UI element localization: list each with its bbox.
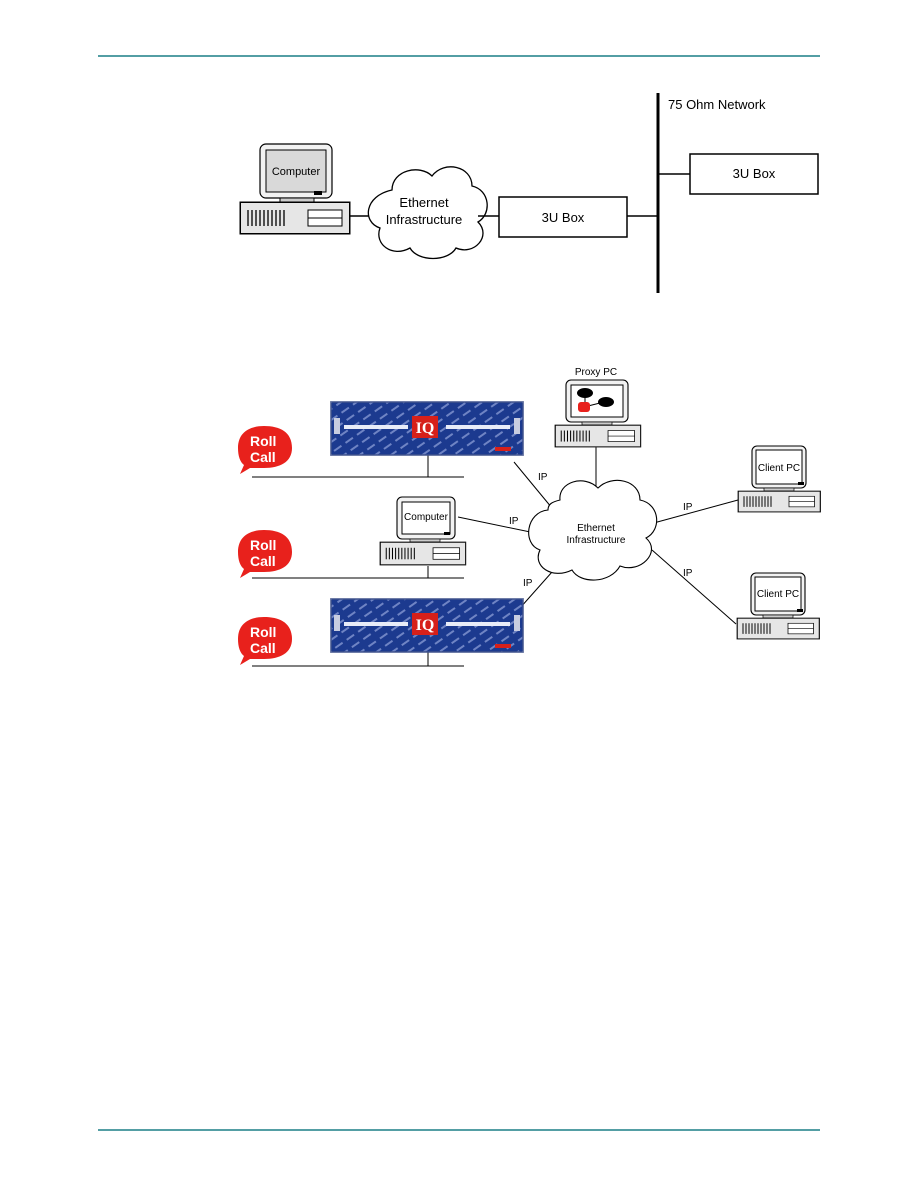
computer-label: Computer <box>404 512 449 523</box>
ip-label: IP <box>683 502 693 513</box>
svg-text:Roll: Roll <box>250 433 276 449</box>
client-pc-label: Client PC <box>758 463 800 474</box>
cloud-label-line1: Ethernet <box>399 195 449 210</box>
computer-icon: Computer <box>379 496 467 566</box>
rollcall-logo-2: Roll Call <box>238 530 292 578</box>
computer-icon: Computer <box>239 143 351 235</box>
rollcall-logo-3: Roll Call <box>238 617 292 665</box>
3u-box-right <box>689 153 819 195</box>
ip-label: IP <box>509 516 519 527</box>
link-computer-cloud <box>457 516 541 535</box>
iq-logo: IQ <box>416 617 435 634</box>
iq-logo: IQ <box>416 420 435 437</box>
svg-text:Roll: Roll <box>250 624 276 640</box>
diagram-1: Computer Ethernet Infrastructure 3U Box … <box>239 93 819 293</box>
link-cloud-client2 <box>651 549 737 625</box>
ip-label: IP <box>683 568 693 579</box>
svg-text:Call: Call <box>250 553 276 569</box>
client-pc-icon: Client PC <box>736 572 820 640</box>
iq-rack-top: IQ <box>330 401 524 456</box>
computer-label: Computer <box>272 166 321 178</box>
cloud-label-line2: Infrastructure <box>386 212 463 227</box>
3u-box-left <box>498 196 628 238</box>
ip-label: IP <box>538 472 548 483</box>
diagram-2: IP IP IP IP IP Roll Call Roll Call Roll <box>238 367 821 667</box>
proxy-pc-icon: Proxy PC <box>554 367 642 448</box>
svg-text:Call: Call <box>250 640 276 656</box>
link-cloud-client1 <box>649 499 739 525</box>
3u-box-left-label: 3U Box <box>542 210 585 225</box>
cloud-label-line2: Infrastructure <box>567 535 626 546</box>
cloud-label-line1: Ethernet <box>577 523 615 534</box>
proxy-pc-label: Proxy PC <box>575 367 617 378</box>
svg-text:Call: Call <box>250 449 276 465</box>
3u-box-right-label: 3U Box <box>733 166 776 181</box>
rollcall-logo-1: Roll Call <box>238 426 292 474</box>
svg-text:Roll: Roll <box>250 537 276 553</box>
cloud-icon: Ethernet Infrastructure <box>528 479 658 581</box>
client-pc-label: Client PC <box>757 589 799 600</box>
link-iq-top-cloud <box>513 461 553 509</box>
client-pc-icon: Client PC <box>737 445 821 513</box>
ip-label: IP <box>523 578 533 589</box>
cloud-icon: Ethernet Infrastructure <box>367 166 488 260</box>
network-label: 75 Ohm Network <box>668 97 766 112</box>
link-iq-bottom-cloud <box>519 571 553 609</box>
iq-rack-bottom: IQ <box>330 598 524 653</box>
